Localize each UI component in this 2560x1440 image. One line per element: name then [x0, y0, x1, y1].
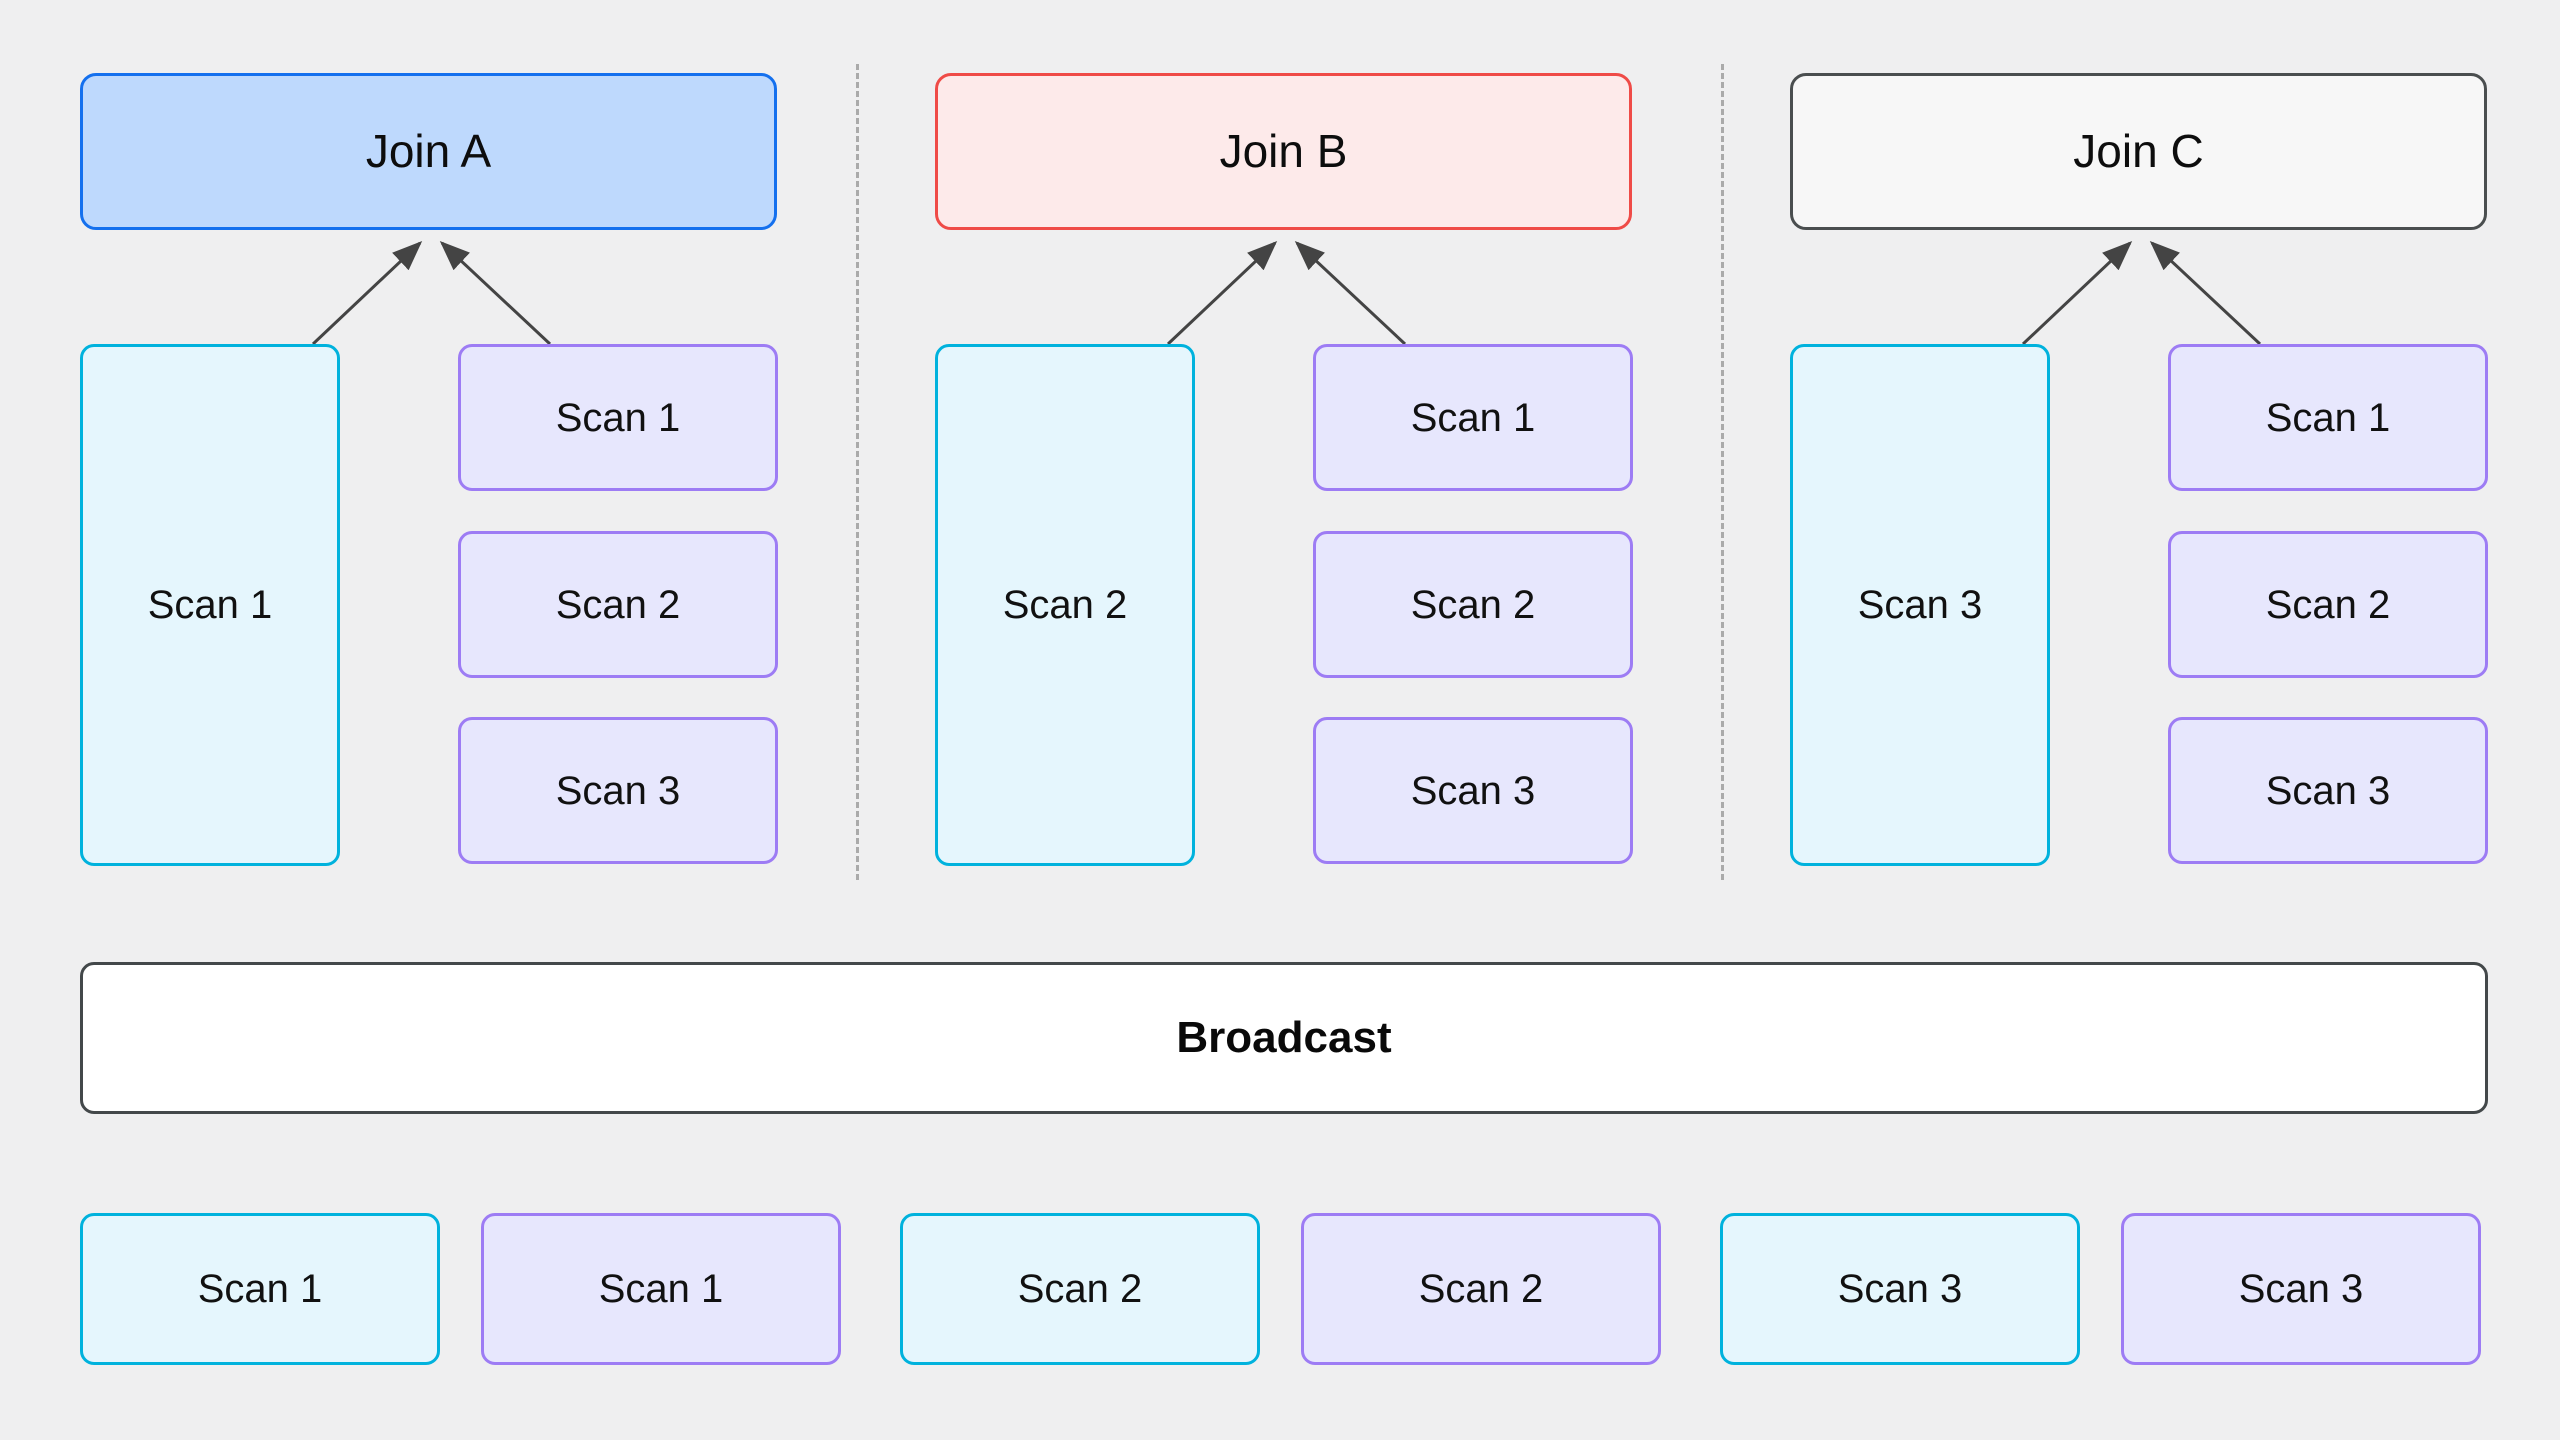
join-node-a-label: Join A	[365, 125, 492, 178]
probe-scan-c[interactable]: Scan 3	[1790, 344, 2050, 866]
source-scan-1-purple[interactable]: Scan 1	[481, 1213, 841, 1365]
join-node-c[interactable]: Join C	[1790, 73, 2487, 230]
edge-scan-to-join-c-left	[2021, 240, 2133, 346]
source-scan-2-cyan[interactable]: Scan 2	[900, 1213, 1260, 1365]
source-scan-3-cyan[interactable]: Scan 3	[1720, 1213, 2080, 1365]
edge-scan-to-join-b-left	[1166, 240, 1278, 346]
probe-scan-a-label: Scan 1	[147, 583, 273, 627]
build-scan-b-1-label: Scan 1	[1410, 395, 1536, 440]
source-scan-2-cyan-label: Scan 2	[1017, 1267, 1143, 1311]
build-scan-a-2[interactable]: Scan 2	[458, 531, 778, 678]
column-divider-right	[1721, 64, 1724, 880]
build-scan-a-3-label: Scan 3	[555, 768, 681, 813]
source-scan-3-purple[interactable]: Scan 3	[2121, 1213, 2481, 1365]
edge-scan-to-join-a-left	[311, 240, 423, 346]
broadcast-label: Broadcast	[1176, 1012, 1392, 1062]
source-scan-1-cyan-label: Scan 1	[197, 1267, 323, 1311]
column-divider-left	[856, 64, 859, 880]
build-scan-a-2-label: Scan 2	[555, 582, 681, 627]
build-scan-b-3[interactable]: Scan 3	[1313, 717, 1633, 864]
source-scan-1-cyan[interactable]: Scan 1	[80, 1213, 440, 1365]
build-scan-a-3[interactable]: Scan 3	[458, 717, 778, 864]
source-scan-3-purple-label: Scan 3	[2238, 1267, 2364, 1311]
build-scan-a-1-label: Scan 1	[555, 395, 681, 440]
build-scan-c-1-label: Scan 1	[2265, 395, 2391, 440]
build-scan-c-1[interactable]: Scan 1	[2168, 344, 2488, 491]
edge-scan-to-join-c-right	[2149, 240, 2262, 346]
build-scan-b-3-label: Scan 3	[1410, 768, 1536, 813]
build-scan-c-2-label: Scan 2	[2265, 582, 2391, 627]
build-scan-c-3[interactable]: Scan 3	[2168, 717, 2488, 864]
probe-scan-b-label: Scan 2	[1002, 583, 1128, 627]
build-scan-b-2[interactable]: Scan 2	[1313, 531, 1633, 678]
edge-scan-to-join-a-right	[439, 240, 552, 346]
join-node-b[interactable]: Join B	[935, 73, 1632, 230]
broadcast-node[interactable]: Broadcast	[80, 962, 2488, 1114]
join-node-c-label: Join C	[2073, 125, 2204, 178]
probe-scan-a[interactable]: Scan 1	[80, 344, 340, 866]
build-scan-c-3-label: Scan 3	[2265, 768, 2391, 813]
source-scan-1-purple-label: Scan 1	[598, 1267, 724, 1311]
join-node-b-label: Join B	[1219, 125, 1348, 178]
source-scan-2-purple-label: Scan 2	[1418, 1267, 1544, 1311]
build-scan-b-1[interactable]: Scan 1	[1313, 344, 1633, 491]
join-node-a[interactable]: Join A	[80, 73, 777, 230]
build-scan-a-1[interactable]: Scan 1	[458, 344, 778, 491]
build-scan-b-2-label: Scan 2	[1410, 582, 1536, 627]
source-scan-2-purple[interactable]: Scan 2	[1301, 1213, 1661, 1365]
source-scan-3-cyan-label: Scan 3	[1837, 1267, 1963, 1311]
probe-scan-b[interactable]: Scan 2	[935, 344, 1195, 866]
probe-scan-c-label: Scan 3	[1857, 583, 1983, 627]
edge-scan-to-join-b-right	[1294, 240, 1407, 346]
build-scan-c-2[interactable]: Scan 2	[2168, 531, 2488, 678]
